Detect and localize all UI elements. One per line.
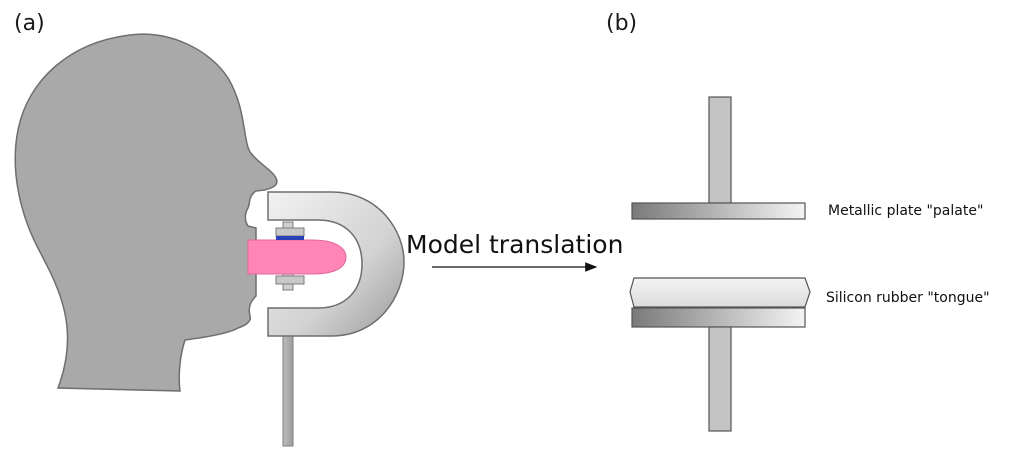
head-silhouette [14,33,278,392]
lower-pad [275,275,305,285]
tongue [247,239,347,275]
rubber-label: Silicon rubber "tongue" [826,290,990,306]
support-rod [282,329,294,447]
upper-pad [275,227,305,237]
panel-a-label: (a) [14,11,45,36]
sensor-strip [276,236,304,240]
arrow-label: Model translation [406,230,623,259]
rubber-tongue [629,277,811,308]
d-clamp [267,191,405,337]
lower-plate [631,307,806,328]
lower-stem [708,326,732,432]
palate-plate [631,202,806,220]
panel-b-label: (b) [606,11,637,36]
palate-stem [708,96,732,204]
palate-label: Metallic plate "palate" [828,203,983,219]
